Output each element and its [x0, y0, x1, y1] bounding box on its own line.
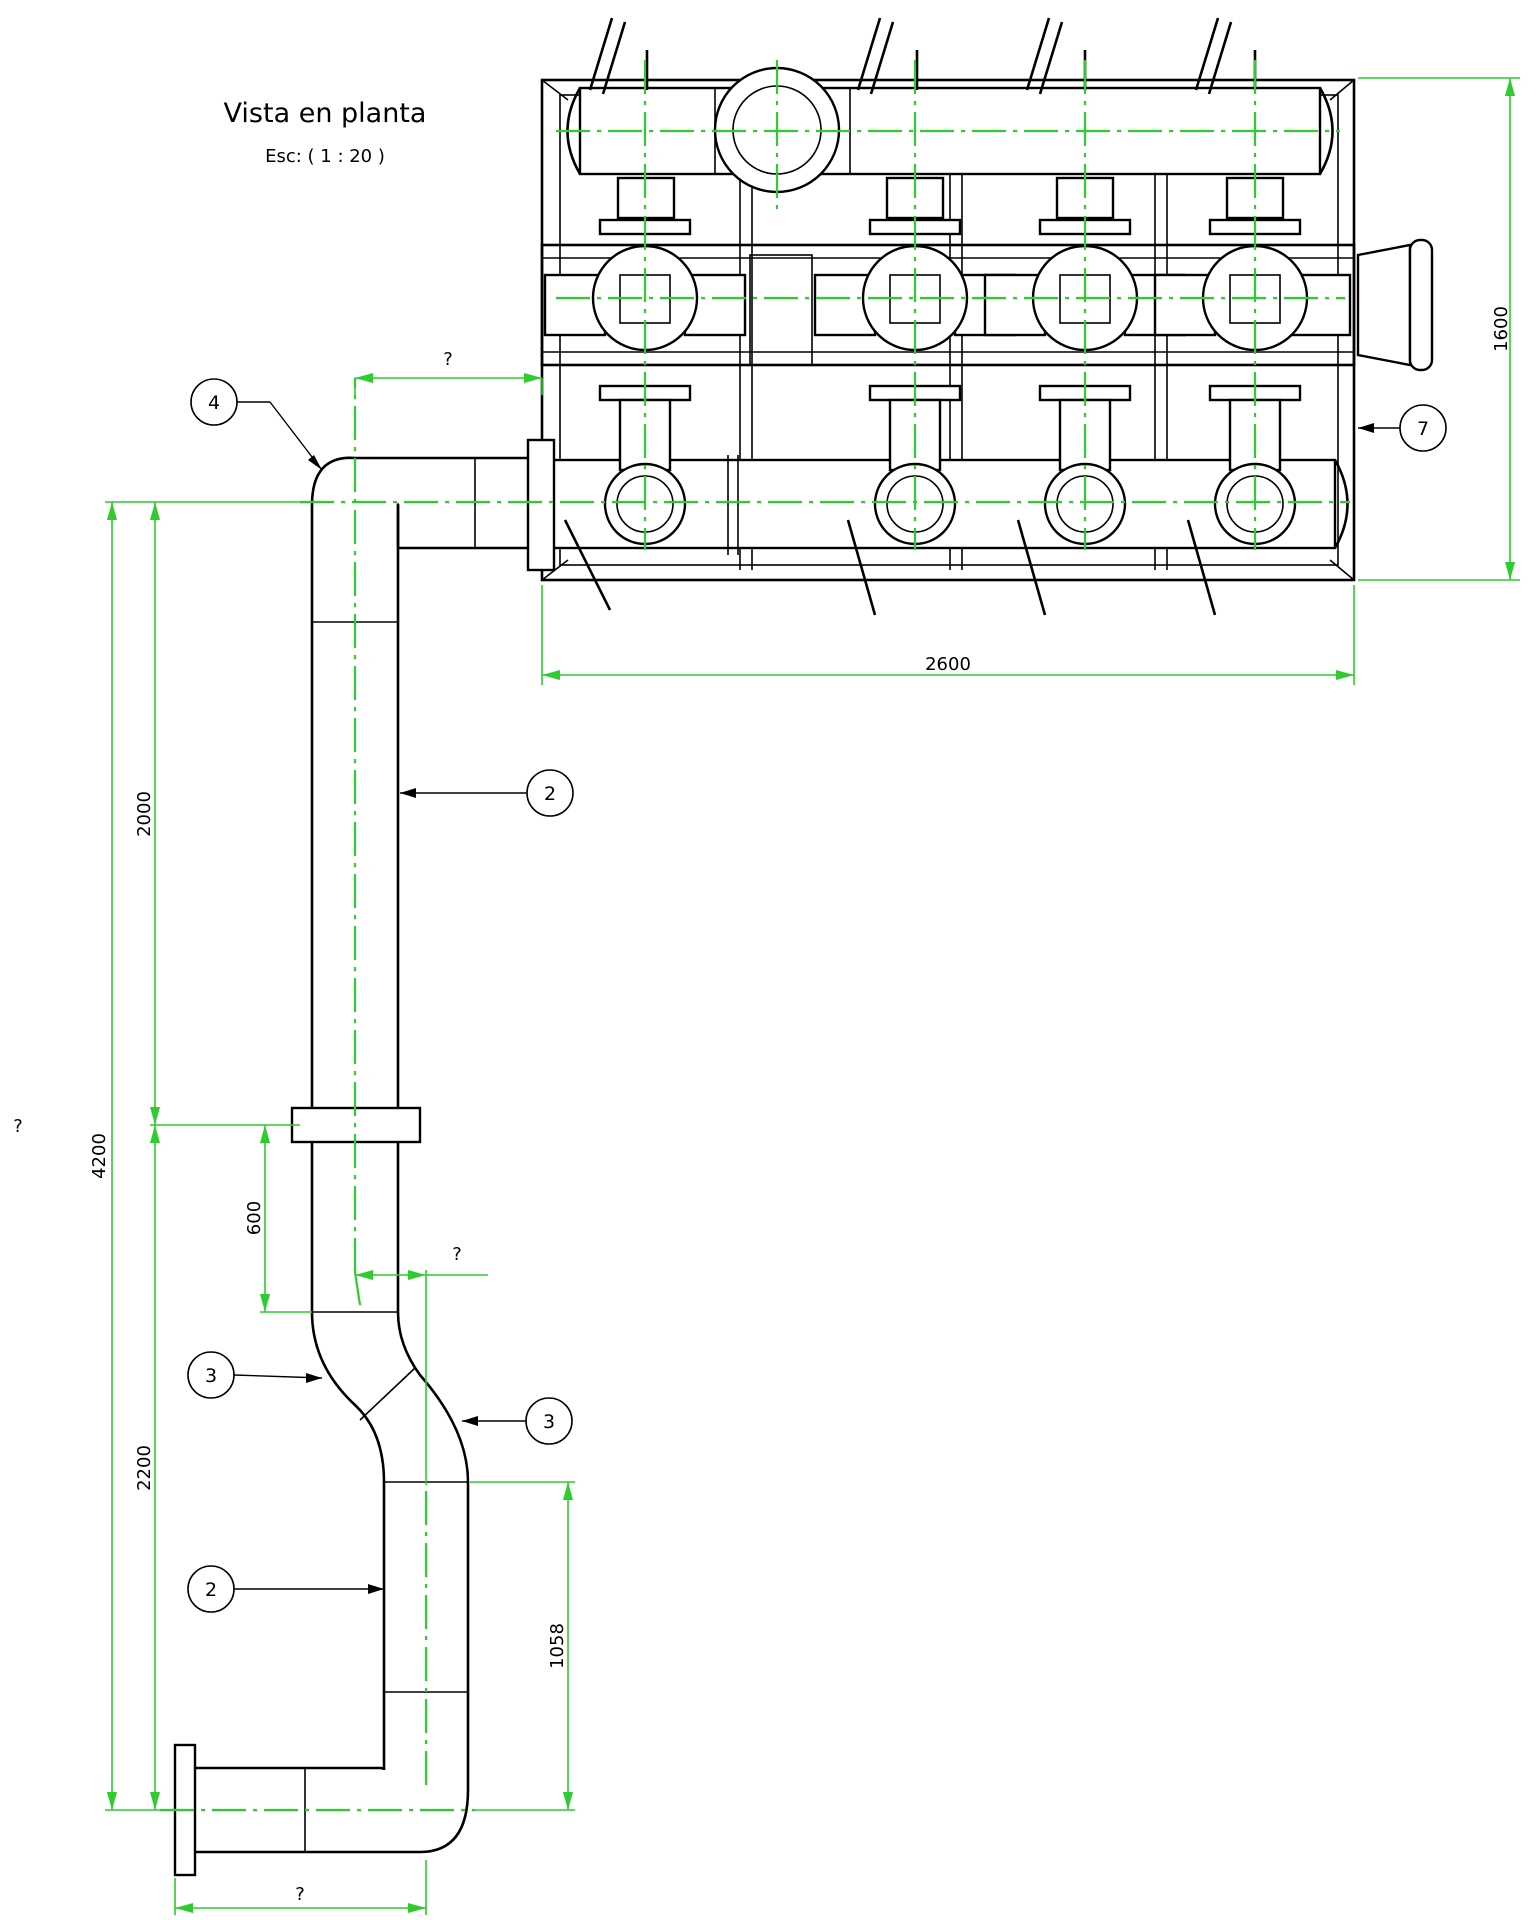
- view-title: Vista en planta: [224, 98, 427, 129]
- scale-label: Esc: ( 1 : 20 ): [265, 146, 385, 167]
- dim-offset-unknown: ?: [452, 1244, 462, 1265]
- balloon-7: [1399, 404, 1447, 452]
- pipe-run: [173, 456, 528, 1877]
- dim-2200: 2200: [134, 1445, 155, 1491]
- dimensions: 2600 1600 ? 4200 2000 2200: [13, 77, 1520, 1915]
- pump-skid: [526, 17, 1434, 616]
- balloon-2-upper: [526, 769, 574, 817]
- dim-2600: 2600: [925, 654, 971, 675]
- pipe-lower: [382, 1482, 470, 1790]
- balloon-3-right: [525, 1397, 573, 1445]
- dim-1600: 1600: [1491, 306, 1512, 352]
- balloon-3-left-label: 3: [205, 1365, 217, 1387]
- vent-pipes: [588, 17, 1257, 95]
- dim-600: 600: [244, 1201, 265, 1235]
- balloon-3-left: [187, 1351, 235, 1399]
- center-lines: [160, 60, 1350, 1812]
- side-outlet: [1356, 238, 1434, 372]
- pipe-upper: [310, 548, 400, 1115]
- balloon-4: [190, 378, 238, 426]
- balloon-2-upper-label: 2: [544, 783, 556, 805]
- dim-2000: 2000: [134, 791, 155, 837]
- balloon-4-label: 4: [208, 392, 220, 414]
- part-balloons: 4 2 3 3 2 7: [187, 378, 1447, 1613]
- dim-1058: 1058: [547, 1623, 568, 1669]
- dim-4200: 4200: [89, 1133, 110, 1179]
- balloon-7-label: 7: [1417, 418, 1429, 440]
- pump-unit-4: [1153, 176, 1352, 616]
- dim-bottom-unknown: ?: [295, 1884, 305, 1905]
- balloon-2-lower-label: 2: [205, 1579, 217, 1601]
- dim-left-unknown: ?: [13, 1116, 23, 1137]
- dim-top-unknown: ?: [443, 349, 453, 370]
- outlet-flange: [526, 438, 556, 572]
- balloon-3-right-label: 3: [543, 1411, 555, 1433]
- balloon-2-lower: [187, 1565, 235, 1613]
- pipe-offset-bends: [310, 1311, 470, 1483]
